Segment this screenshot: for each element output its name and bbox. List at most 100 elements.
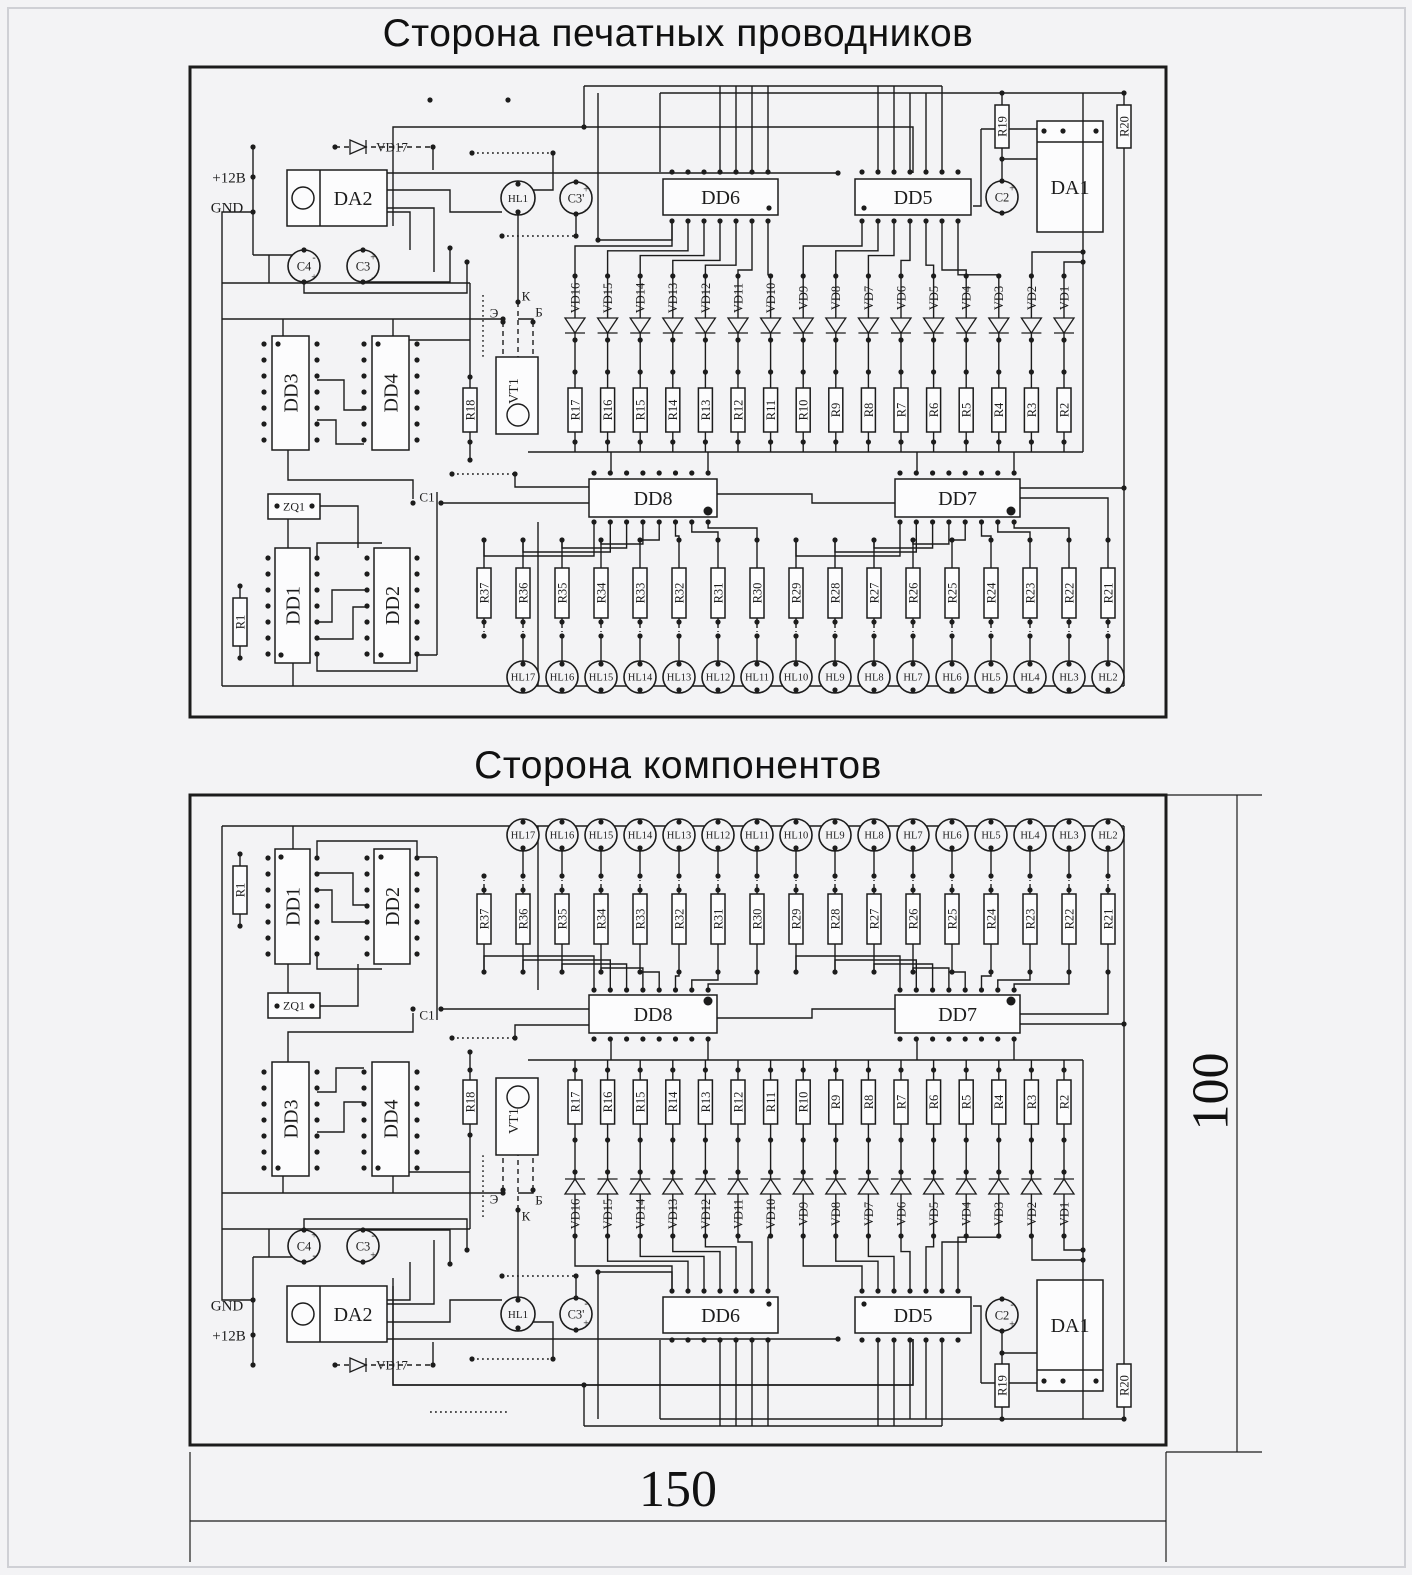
diode-symbol: [889, 317, 913, 335]
pad-dot: [962, 470, 968, 476]
resistor-label: R15: [634, 1092, 648, 1113]
pad-dot: [1011, 519, 1017, 525]
pad-dot: [930, 519, 936, 525]
diode-symbol: [857, 1177, 880, 1195]
pad-dot: [637, 337, 643, 343]
ic-label: DA2: [334, 1304, 373, 1326]
led-body: [740, 660, 774, 694]
net-label: +12В: [212, 170, 245, 186]
diode-symbol: [922, 317, 945, 335]
pad-dot: [1080, 249, 1086, 255]
pad-dot: [520, 887, 526, 893]
resistor-body: [925, 1079, 942, 1125]
ic-body-da1: [1036, 120, 1104, 233]
pad-dot: [261, 1101, 267, 1107]
led-body: [500, 1296, 536, 1332]
ic-label: DD1: [283, 586, 305, 625]
pad-dot: [898, 369, 904, 375]
pad-dot: [931, 337, 937, 343]
pad-dot: [414, 389, 420, 395]
resistor-label: R25: [945, 909, 959, 930]
pad-dot: [265, 887, 271, 893]
pad-dot: [670, 337, 676, 343]
pad-dot: [595, 1269, 601, 1275]
pad-dot: [261, 421, 267, 427]
led-label: HL2: [1098, 673, 1117, 684]
resistor-label: R35: [555, 909, 569, 930]
pad-dot: [1027, 845, 1033, 851]
pad-dot: [1105, 661, 1111, 667]
pad-dot: [897, 470, 903, 476]
pad-dot: [702, 1233, 709, 1239]
pad-dot: [865, 337, 872, 343]
pad-dot: [996, 1233, 1002, 1239]
pad-dot: [832, 537, 838, 543]
pad-dot: [1066, 537, 1072, 543]
pad-dot: [265, 919, 271, 925]
pad-dot: [988, 969, 994, 975]
pad-dot: [414, 421, 420, 427]
pad-dot: [301, 247, 307, 253]
pad-dot: [314, 1149, 320, 1155]
resistor-body: [462, 1079, 478, 1125]
diode-label: VD17: [376, 1358, 408, 1373]
led-label: HL17: [511, 673, 536, 684]
pad-dot: [637, 1233, 643, 1239]
pad-dot: [701, 169, 707, 175]
pad-dot: [464, 1247, 470, 1253]
pad-dot: [1061, 1137, 1067, 1143]
pad-dot: [414, 1133, 420, 1139]
pad-dot: [414, 1165, 420, 1171]
pad-dot: [676, 845, 682, 851]
led-label: HL7: [903, 673, 922, 684]
pad-dot: [859, 1337, 865, 1343]
pad-dot: [705, 519, 711, 525]
pad-dot: [949, 819, 955, 825]
resistor-body: [994, 1363, 1010, 1408]
pad-dot: [637, 633, 643, 639]
pad-dot: [1028, 273, 1034, 279]
pad-dot: [481, 969, 487, 975]
pad-dot: [414, 1117, 420, 1123]
pad-dot: [754, 661, 760, 667]
pad-dot: [559, 887, 565, 893]
pad-dot: [314, 919, 320, 925]
pad-dot: [607, 987, 613, 993]
pad-dot: [414, 437, 420, 443]
pad-dot: [1060, 128, 1066, 134]
pad-dot: [735, 273, 741, 279]
pad-dot: [793, 819, 799, 825]
pad-dot: [598, 661, 604, 667]
led-body: [1013, 660, 1047, 694]
ic-label: DD2: [382, 586, 404, 625]
pad-dot: [999, 1350, 1005, 1356]
ic-label: DD5: [894, 1305, 933, 1327]
pad-dot: [963, 369, 969, 375]
pad-dot: [1105, 845, 1111, 851]
pad-dot: [314, 1133, 320, 1139]
pad-dot: [676, 619, 682, 625]
pads-layer: [237, 90, 1127, 693]
ic-label: DD4: [381, 1100, 403, 1139]
pad-dot: [733, 1337, 739, 1343]
pad-dot: [907, 218, 913, 224]
pad-dot: [689, 1036, 695, 1042]
pad-dot: [891, 1337, 897, 1343]
pad-dot: [955, 169, 961, 175]
polarity-mark: +: [1009, 184, 1015, 195]
pad-dot: [962, 1036, 968, 1042]
pad-dot: [735, 1067, 741, 1073]
pad-dot: [735, 1233, 741, 1239]
led-body: [896, 818, 930, 852]
pad-dot: [414, 373, 420, 379]
pad-dot: [898, 1233, 904, 1239]
capacitor-label: C3': [568, 191, 585, 205]
diode-symbol: [791, 317, 815, 335]
pad-dot: [717, 218, 723, 224]
ic-body-dd1: [274, 547, 311, 664]
resistor-label: R31: [711, 909, 725, 930]
pad-dot: [481, 873, 487, 879]
pad-dot: [572, 1233, 578, 1239]
resistor-label: R16: [601, 1092, 615, 1113]
pad-dot: [676, 969, 682, 975]
